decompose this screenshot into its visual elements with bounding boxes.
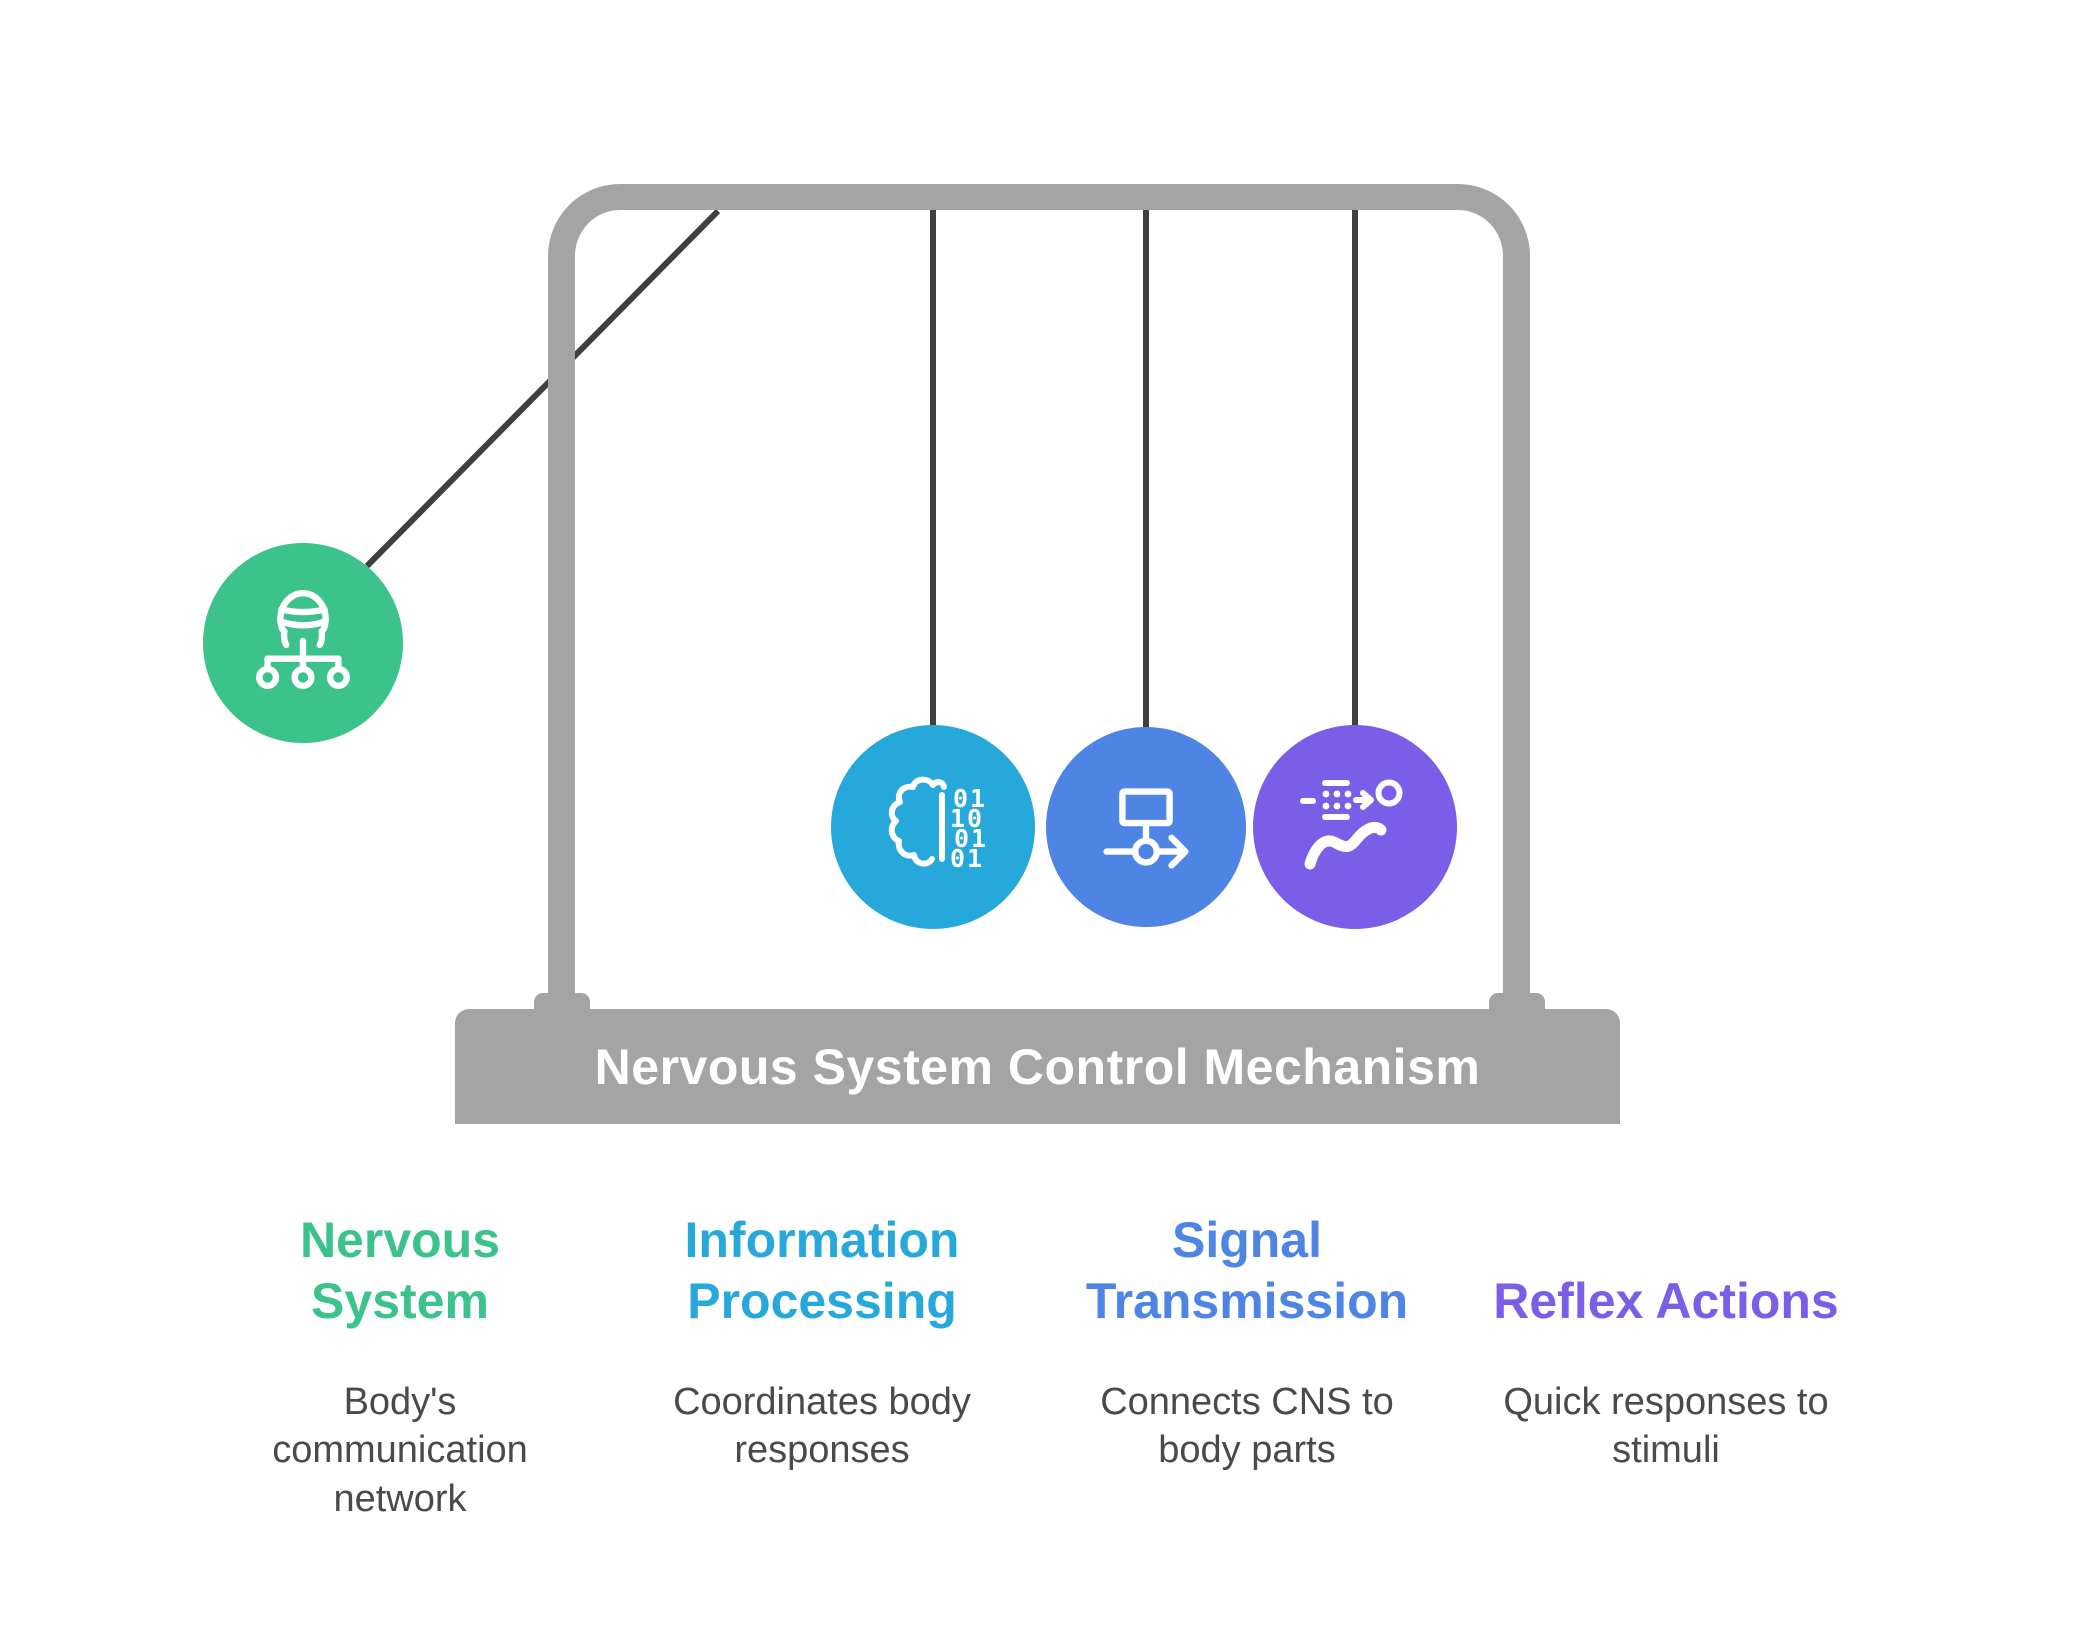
- column-title: Reflex Actions: [1476, 1210, 1856, 1332]
- column-description: Quick responses to stimuli: [1503, 1381, 1829, 1472]
- column-title-line: System: [311, 1273, 489, 1329]
- frame-foot-right: [1489, 993, 1545, 1010]
- diagram-title: Nervous System Control Mechanism: [594, 1038, 1481, 1095]
- column-title-line: Information: [684, 1212, 960, 1268]
- ball-signal-transmission: [1046, 727, 1246, 927]
- binary-row: 01: [954, 824, 988, 853]
- column-title-line: Processing: [687, 1273, 957, 1329]
- binary-row: 01: [950, 844, 984, 873]
- ball-information-processing: 01 10 01 01: [831, 725, 1035, 929]
- column-title-line: Signal: [1171, 1212, 1323, 1268]
- ball-reflex-actions: [1253, 725, 1457, 929]
- cradle-frame-arch: [548, 184, 1530, 994]
- column-description: Body's communication network: [272, 1381, 528, 1520]
- column-title-line: Reflex Actions: [1493, 1273, 1839, 1329]
- column-nervous-system: Nervous System Body's communication netw…: [210, 1210, 590, 1523]
- column-description: Coordinates body responses: [673, 1381, 971, 1472]
- column-signal-transmission: Signal Transmission Connects CNS to body…: [1057, 1210, 1437, 1475]
- reflex-person-icon: [1300, 779, 1403, 870]
- column-reflex-actions: Reflex Actions Quick responses to stimul…: [1476, 1210, 1856, 1475]
- flowchart-arrow-icon: [1103, 788, 1189, 869]
- column-title: Information Processing: [632, 1210, 1012, 1332]
- ball-nervous-system: [203, 543, 403, 743]
- column-title: Signal Transmission: [1057, 1210, 1437, 1332]
- brain-binary-icon: 01 10 01 01: [888, 776, 988, 873]
- brain-network-icon: [256, 590, 350, 689]
- column-information-processing: Information Processing Coordinates body …: [632, 1210, 1012, 1475]
- column-description: Connects CNS to body parts: [1100, 1381, 1394, 1472]
- column-title: Nervous System: [210, 1210, 590, 1332]
- string-swung: [364, 208, 721, 569]
- column-title-line: Nervous: [299, 1212, 501, 1268]
- binary-row: 01: [953, 784, 987, 813]
- column-title-line: Transmission: [1085, 1273, 1409, 1329]
- frame-foot-left: [534, 993, 590, 1010]
- binary-row: 10: [950, 804, 984, 833]
- cradle-base: Nervous System Control Mechanism: [455, 1009, 1620, 1124]
